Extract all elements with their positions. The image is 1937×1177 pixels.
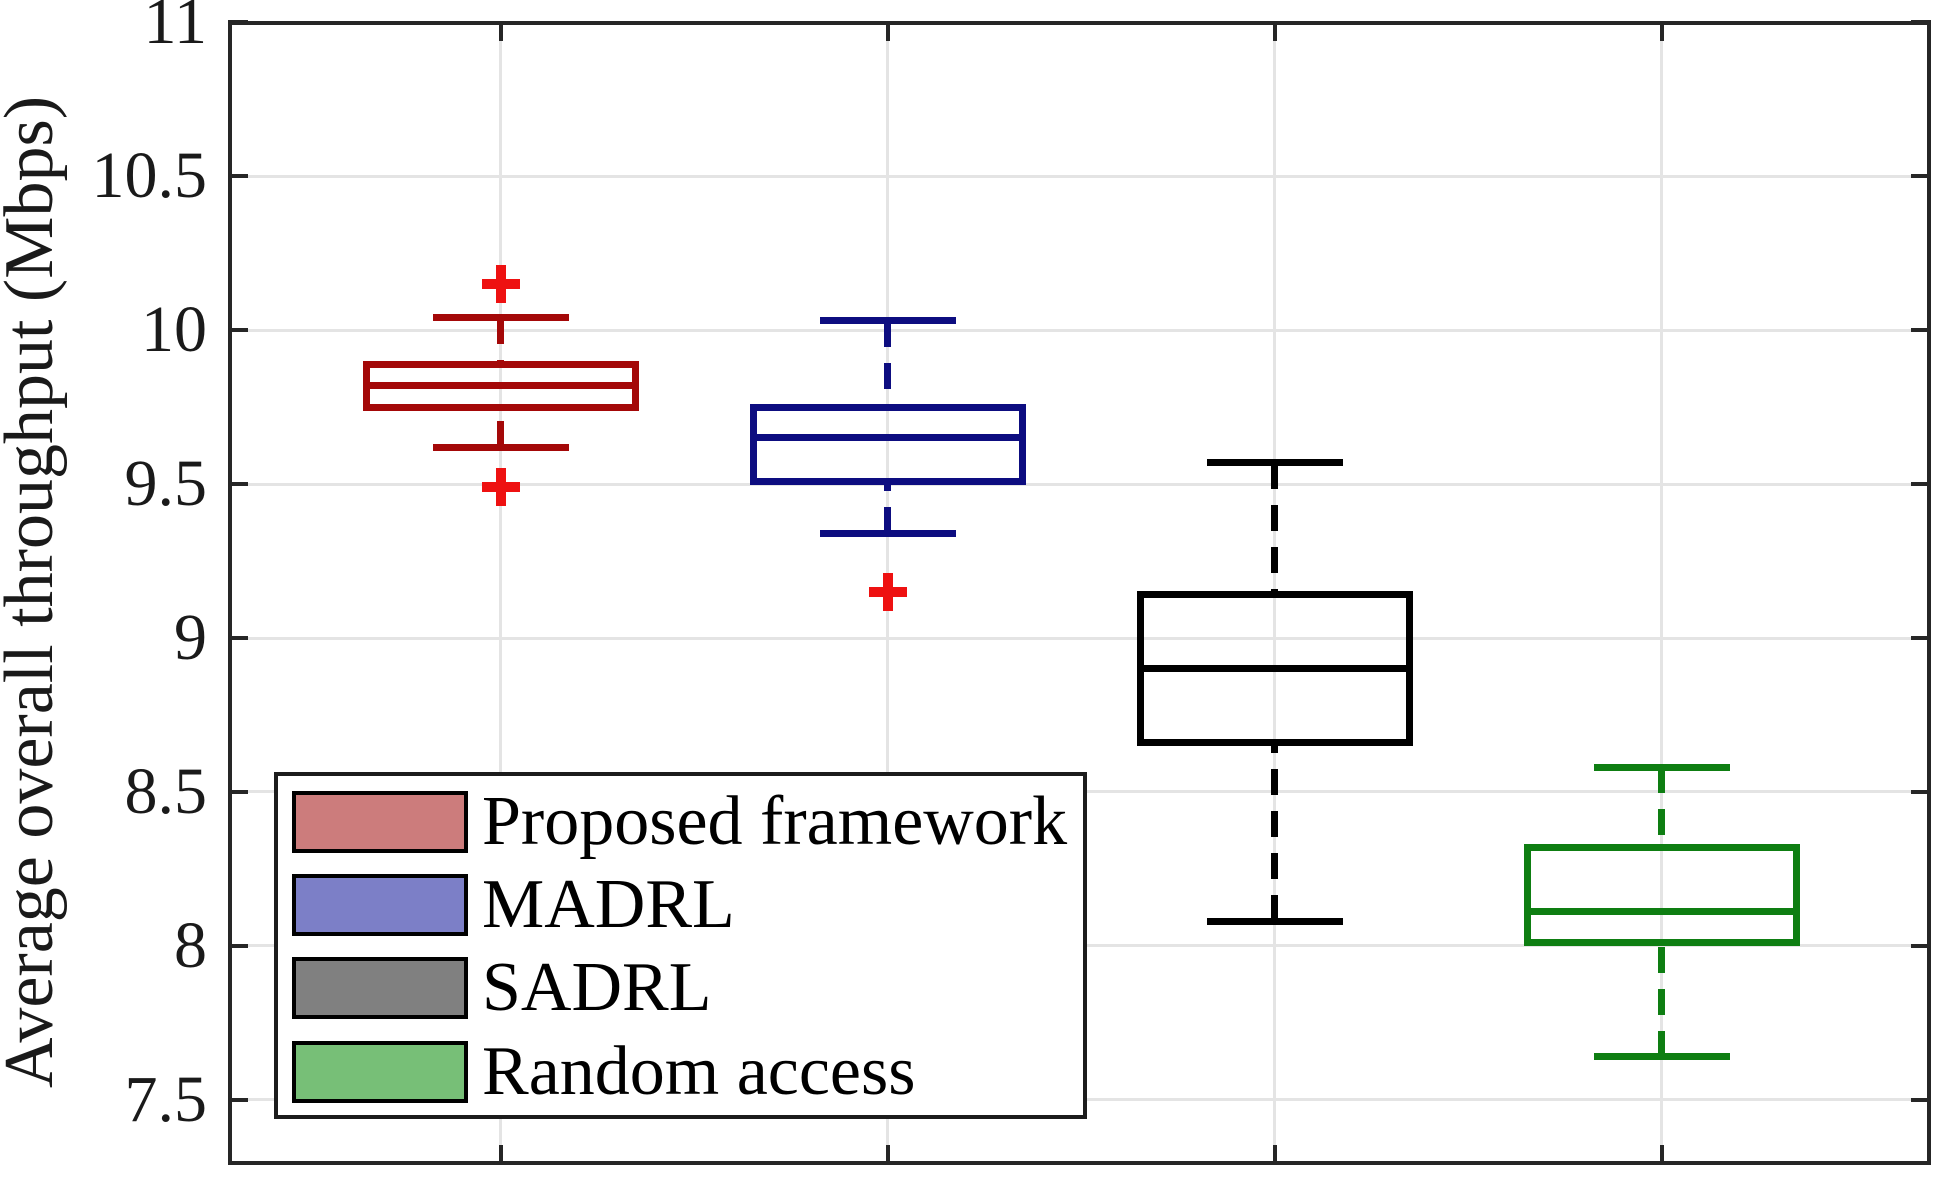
legend-item: MADRL <box>278 866 1083 943</box>
median-line <box>362 382 639 390</box>
outlier-plus-icon <box>481 265 520 304</box>
legend-item: Proposed framework <box>278 783 1083 860</box>
y-tick-right <box>1911 174 1931 179</box>
legend-label: Proposed framework <box>482 783 1068 860</box>
x-tick-top <box>885 21 890 41</box>
y-tick-left <box>228 20 248 25</box>
legend-label: MADRL <box>482 866 735 943</box>
legend-swatch <box>292 1041 468 1103</box>
legend-label: SADRL <box>482 949 712 1026</box>
upper-whisker <box>497 317 504 365</box>
upper-whisker-cap <box>819 317 956 325</box>
upper-whisker-cap <box>432 314 569 322</box>
legend-swatch <box>292 791 468 853</box>
v-gridline <box>1660 21 1663 1165</box>
y-tick-left <box>228 636 248 640</box>
y-tick-right <box>1911 943 1931 948</box>
legend-swatch <box>292 957 468 1019</box>
plot-area <box>228 20 1931 1165</box>
upper-whisker <box>1271 462 1278 595</box>
lower-whisker <box>1271 742 1278 922</box>
x-tick-top <box>1659 21 1664 41</box>
y-tick-label: 9.5 <box>124 447 208 521</box>
x-tick-top <box>1272 21 1277 41</box>
h-gridline <box>228 328 1931 332</box>
median-line <box>1136 665 1413 673</box>
upper-whisker <box>884 320 891 408</box>
upper-whisker-cap <box>1593 763 1730 771</box>
x-tick-bottom <box>1272 1145 1277 1165</box>
y-tick-label: 11 <box>143 0 207 59</box>
y-tick-right <box>1911 20 1931 25</box>
median-line <box>749 434 1026 442</box>
y-tick-left <box>228 482 248 487</box>
legend-swatch <box>292 874 468 936</box>
x-tick-bottom <box>1659 1145 1664 1165</box>
y-tick-right <box>1911 328 1931 333</box>
iqr-box <box>749 403 1026 485</box>
y-tick-right <box>1911 1097 1931 1102</box>
outlier-plus-v-bar <box>495 265 506 304</box>
upper-whisker <box>1658 767 1665 848</box>
y-tick-right <box>1911 482 1931 487</box>
y-tick-label: 8 <box>174 908 207 982</box>
v-gridline <box>499 21 502 1165</box>
h-gridline <box>228 174 1931 178</box>
lower-whisker <box>497 407 504 448</box>
y-tick-label: 7.5 <box>124 1062 208 1136</box>
y-tick-left <box>228 943 248 948</box>
h-gridline <box>228 636 1931 640</box>
h-gridline <box>228 482 1931 486</box>
lower-whisker-cap <box>432 443 569 451</box>
median-line <box>1523 908 1800 916</box>
iqr-box <box>1523 843 1800 947</box>
lower-whisker-cap <box>1206 917 1343 925</box>
outlier-plus-icon <box>481 468 520 507</box>
y-tick-left <box>228 1097 248 1102</box>
y-tick-label: 10.5 <box>91 139 208 213</box>
outlier-plus-icon <box>868 572 907 611</box>
legend-label: Random access <box>482 1033 916 1110</box>
outlier-plus-v-bar <box>882 572 893 611</box>
upper-whisker-cap <box>1206 459 1343 467</box>
y-tick-right <box>1911 636 1931 640</box>
x-tick-bottom <box>498 1145 503 1165</box>
y-tick-left <box>228 174 248 179</box>
lower-whisker <box>1658 942 1665 1057</box>
y-tick-right <box>1911 789 1931 794</box>
lower-whisker-cap <box>1593 1053 1730 1061</box>
x-tick-top <box>498 21 503 41</box>
y-tick-label: 8.5 <box>124 754 208 828</box>
lower-whisker-cap <box>819 529 956 537</box>
lower-whisker <box>884 481 891 534</box>
legend-item: SADRL <box>278 949 1083 1026</box>
outlier-plus-v-bar <box>495 468 506 507</box>
y-tick-label: 10 <box>141 293 207 367</box>
legend-item: Random access <box>278 1033 1083 1110</box>
x-tick-bottom <box>885 1145 890 1165</box>
y-tick-left <box>228 328 248 333</box>
y-tick-label: 9 <box>174 601 207 674</box>
y-tick-left <box>228 789 248 794</box>
